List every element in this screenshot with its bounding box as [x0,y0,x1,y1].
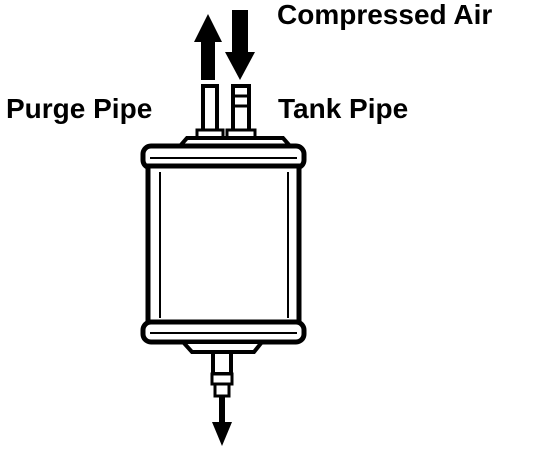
tank-pipe-label: Tank Pipe [278,93,408,124]
bottom-air-pipe [210,350,234,398]
bottom-outflow-arrow [212,396,232,446]
purge-outflow-arrow [194,14,222,80]
canister-body [145,163,302,327]
canister-bottom-cap [140,319,307,354]
purge-pipe-label: Purge Pipe [6,93,152,124]
canister-top-cap [140,136,307,171]
tank-pipe [225,84,257,142]
compressed-air-inflow-arrow [225,10,255,80]
purge-pipe [195,84,225,142]
compressed-air-label: Compressed Air [277,0,492,30]
